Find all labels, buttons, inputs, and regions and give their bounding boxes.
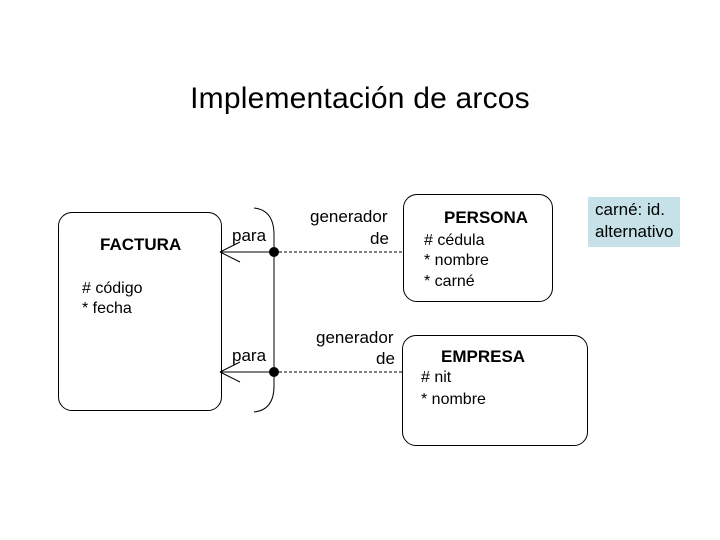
exclusive-arc	[253, 207, 275, 413]
alternate-key-note: carné: id. alternativo	[588, 197, 680, 247]
entity-empresa-attr-1: # nit	[421, 369, 452, 386]
entity-empresa-name: EMPRESA	[441, 347, 526, 366]
entity-empresa[interactable]	[402, 335, 588, 446]
entity-persona-attr-3: * carné	[424, 273, 475, 290]
relationship-2-far-label-line1: generador	[316, 328, 394, 347]
entity-persona-attr-1: # cédula	[424, 232, 485, 249]
entity-persona[interactable]	[403, 194, 553, 302]
relationship-2-line	[219, 361, 402, 383]
entity-empresa-attr-2: * nombre	[421, 391, 486, 408]
relationship-1-near-label: para	[232, 226, 267, 245]
note-line-1: carné: id.	[595, 200, 665, 219]
relationship-1-line	[219, 241, 402, 263]
title-text: Implementación de arcos	[190, 82, 530, 115]
note-line-2: alternativo	[595, 222, 674, 241]
entity-factura[interactable]	[58, 212, 222, 411]
relationship-2-near-label: para	[232, 346, 267, 365]
entity-factura-attr-2: * fecha	[82, 300, 132, 317]
diagram-title: Implementación de arcos	[0, 82, 720, 116]
entity-persona-name: PERSONA	[444, 208, 529, 227]
relationship-1-far-label-line1: generador	[310, 207, 388, 226]
entity-factura-name: FACTURA	[100, 235, 182, 254]
relationship-1-far-label-line2: de	[370, 229, 389, 248]
entity-persona-attr-2: * nombre	[424, 252, 489, 269]
relationship-2-far-label-line2: de	[376, 349, 395, 368]
entity-factura-attr-1: # código	[82, 280, 143, 297]
